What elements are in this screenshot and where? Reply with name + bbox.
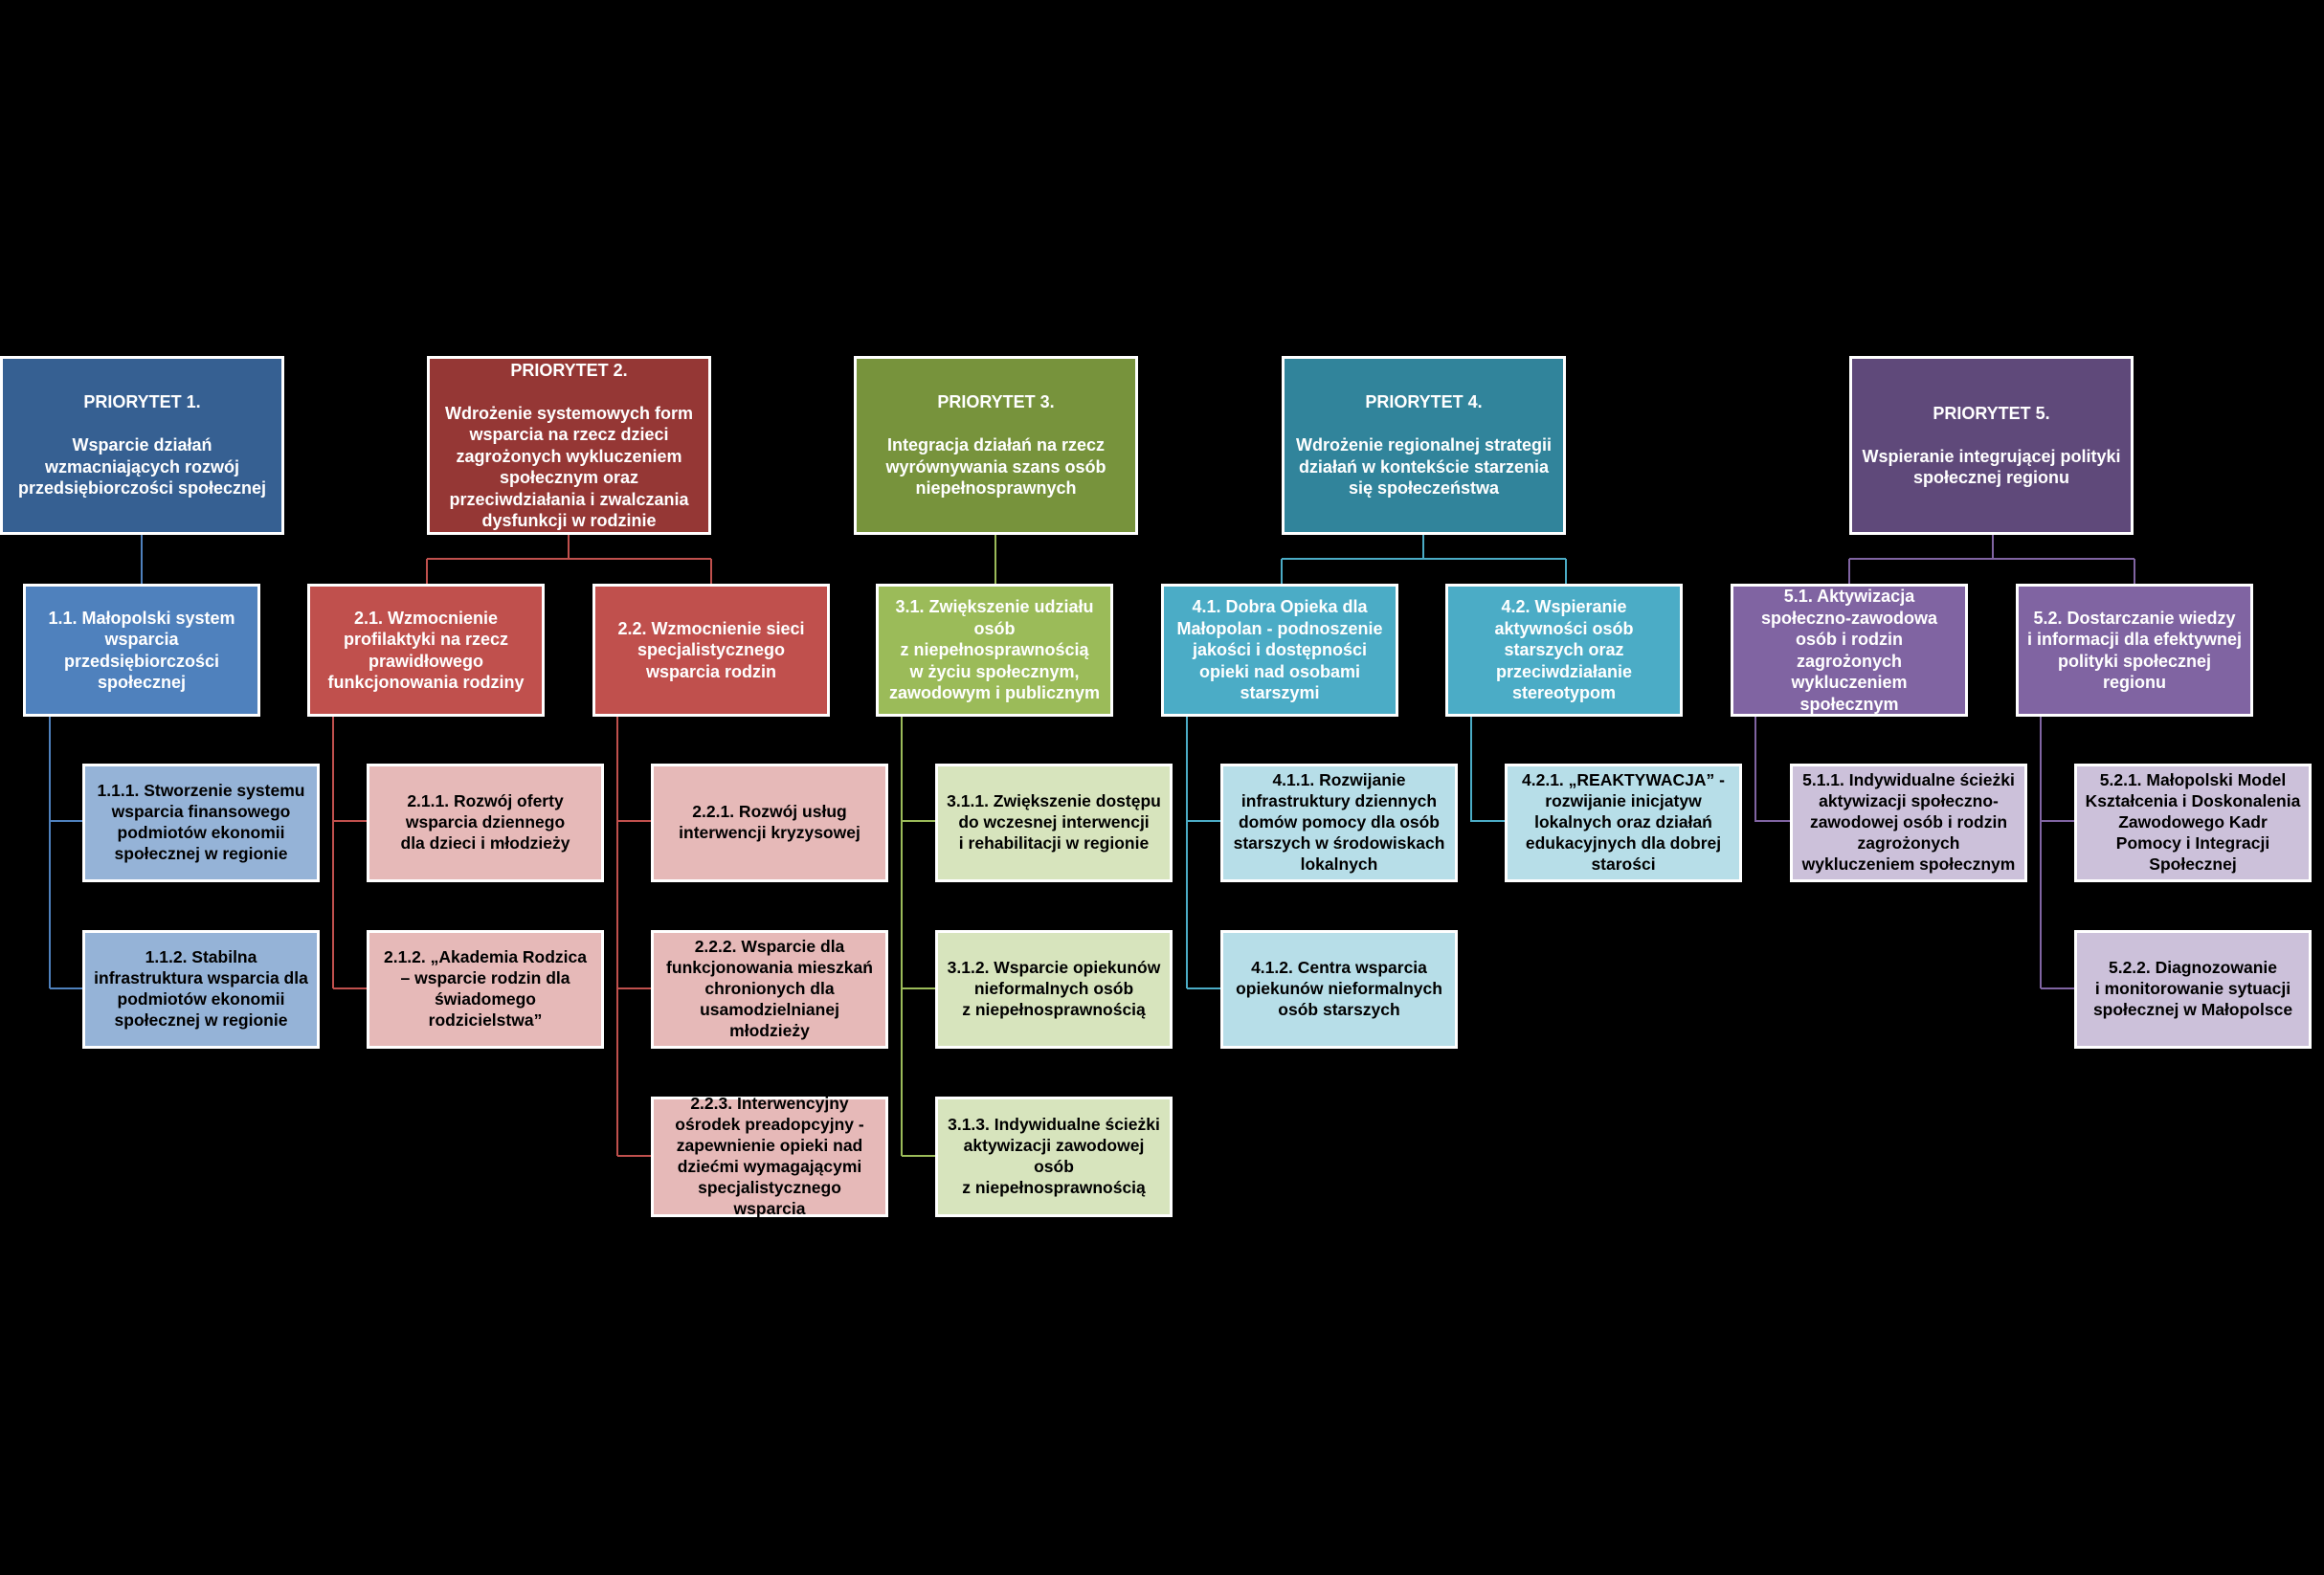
action-1-1-2-label: 1.1.2. Stabilna infrastruktura wsparcia …	[94, 947, 308, 1030]
goal-2-1-label: 2.1. Wzmocnienie profilaktyki na rzecz p…	[327, 608, 525, 693]
action-5-1-1-box[interactable]: 5.1.1. Indywidualne ścieżki aktywizacji …	[1790, 764, 2027, 882]
action-2-1-2-label: 2.1.2. „Akademia Rodzica – wsparcie rodz…	[383, 947, 588, 1030]
action-1-1-1-label: 1.1.1. Stworzenie systemu wsparcia finan…	[97, 781, 305, 863]
action-5-2-2-label: 5.2.2. Diagnozowanie i monitorowanie syt…	[2092, 958, 2293, 1019]
goal-1-1-box[interactable]: 1.1. Małopolski system wsparcia przedsię…	[23, 584, 260, 717]
action-2-2-1-box[interactable]: 2.2.1. Rozwój usług interwencji kryzysow…	[651, 764, 888, 882]
action-3-1-3-box[interactable]: 3.1.3. Indywidualne ścieżki aktywizacji …	[935, 1097, 1173, 1217]
goal-3-1-box[interactable]: 3.1. Zwiększenie udziału osób z niepełno…	[876, 584, 1113, 717]
connectors-priority-5	[1754, 534, 2135, 989]
goal-4-1-label: 4.1. Dobra Opieka dla Małopolan - podnos…	[1176, 597, 1383, 703]
goal-5-1-box[interactable]: 5.1. Aktywizacja społeczno-zawodowa osób…	[1731, 584, 1968, 717]
priority-1-box[interactable]: PRIORYTET 1. Wsparcie działań wzmacniają…	[0, 356, 284, 535]
action-4-2-1-label: 4.2.1. „REAKTYWACJA” - rozwijanie inicja…	[1522, 770, 1725, 874]
goal-4-2-box[interactable]: 4.2. Wspieranie aktywności osób starszyc…	[1445, 584, 1683, 717]
goal-3-1-label: 3.1. Zwiększenie udziału osób z niepełno…	[888, 597, 1101, 703]
action-5-2-2-box[interactable]: 5.2.2. Diagnozowanie i monitorowanie syt…	[2074, 930, 2312, 1049]
action-2-1-2-box[interactable]: 2.1.2. „Akademia Rodzica – wsparcie rodz…	[367, 930, 604, 1049]
priority-4-label: PRIORYTET 4. Wdrożenie regionalnej strat…	[1295, 392, 1553, 499]
action-2-1-1-label: 2.1.1. Rozwój oferty wsparcia dziennego …	[400, 791, 570, 853]
goal-4-2-label: 4.2. Wspieranie aktywności osób starszyc…	[1494, 597, 1634, 703]
action-3-1-1-label: 3.1.1. Zwiększenie dostępu do wczesnej i…	[947, 791, 1161, 853]
action-4-1-1-box[interactable]: 4.1.1. Rozwijanie infrastruktury dzienny…	[1220, 764, 1458, 882]
action-3-1-1-box[interactable]: 3.1.1. Zwiększenie dostępu do wczesnej i…	[935, 764, 1173, 882]
action-4-1-2-label: 4.1.2. Centra wsparcia opiekunów nieform…	[1236, 958, 1442, 1019]
action-2-2-1-label: 2.2.1. Rozwój usług interwencji kryzysow…	[679, 802, 860, 842]
priority-2-label: PRIORYTET 2. Wdrożenie systemowych form …	[444, 360, 694, 531]
action-2-2-3-box[interactable]: 2.2.3. Interwencyjny ośrodek preadopcyjn…	[651, 1094, 888, 1218]
connectors-priority-1	[49, 534, 143, 989]
priority-1-label: PRIORYTET 1. Wsparcie działań wzmacniają…	[17, 392, 267, 499]
goal-2-1-box[interactable]: 2.1. Wzmocnienie profilaktyki na rzecz p…	[307, 584, 545, 717]
goal-1-1-label: 1.1. Małopolski system wsparcia przedsię…	[48, 608, 235, 693]
connectors-priority-4	[1186, 534, 1567, 989]
action-2-2-3-label: 2.2.3. Interwencyjny ośrodek preadopcyjn…	[675, 1094, 864, 1218]
action-2-2-2-box[interactable]: 2.2.2. Wsparcie dla funkcjonowania miesz…	[651, 930, 888, 1049]
action-2-2-2-label: 2.2.2. Wsparcie dla funkcjonowania miesz…	[666, 937, 873, 1040]
action-5-2-1-label: 5.2.1. Małopolski Model Kształcenia i Do…	[2085, 770, 2301, 874]
goal-4-1-box[interactable]: 4.1. Dobra Opieka dla Małopolan - podnos…	[1161, 584, 1398, 717]
goal-5-1-label: 5.1. Aktywizacja społeczno-zawodowa osób…	[1760, 587, 1938, 714]
goal-2-2-box[interactable]: 2.2. Wzmocnienie sieci specjalistycznego…	[592, 584, 830, 717]
priority-3-label: PRIORYTET 3. Integracja działań na rzecz…	[885, 392, 1106, 499]
action-4-1-2-box[interactable]: 4.1.2. Centra wsparcia opiekunów nieform…	[1220, 930, 1458, 1049]
priority-4-box[interactable]: PRIORYTET 4. Wdrożenie regionalnej strat…	[1282, 356, 1566, 535]
goal-5-2-label: 5.2. Dostarczanie wiedzy i informacji dl…	[2026, 608, 2243, 693]
action-1-1-1-box[interactable]: 1.1.1. Stworzenie systemu wsparcia finan…	[82, 764, 320, 882]
connectors-priority-2	[332, 534, 712, 1157]
action-4-1-1-label: 4.1.1. Rozwijanie infrastruktury dzienny…	[1233, 770, 1445, 874]
action-4-2-1-box[interactable]: 4.2.1. „REAKTYWACJA” - rozwijanie inicja…	[1505, 764, 1742, 882]
priority-2-box[interactable]: PRIORYTET 2. Wdrożenie systemowych form …	[427, 356, 711, 535]
goal-2-2-label: 2.2. Wzmocnienie sieci specjalistycznego…	[617, 618, 805, 681]
action-1-1-2-box[interactable]: 1.1.2. Stabilna infrastruktura wsparcia …	[82, 930, 320, 1049]
priority-5-box[interactable]: PRIORYTET 5. Wspieranie integrującej pol…	[1849, 356, 2134, 535]
action-3-1-3-label: 3.1.3. Indywidualne ścieżki aktywizacji …	[948, 1115, 1160, 1197]
action-3-1-2-box[interactable]: 3.1.2. Wsparcie opiekunów nieformalnych …	[935, 930, 1173, 1049]
goal-5-2-box[interactable]: 5.2. Dostarczanie wiedzy i informacji dl…	[2016, 584, 2253, 717]
priority-3-box[interactable]: PRIORYTET 3. Integracja działań na rzecz…	[854, 356, 1138, 535]
action-2-1-1-box[interactable]: 2.1.1. Rozwój oferty wsparcia dziennego …	[367, 764, 604, 882]
action-5-1-1-label: 5.1.1. Indywidualne ścieżki aktywizacji …	[1801, 770, 2016, 874]
connectors-priority-3	[901, 534, 996, 1157]
action-3-1-2-label: 3.1.2. Wsparcie opiekunów nieformalnych …	[947, 958, 1161, 1019]
priority-5-label: PRIORYTET 5. Wspieranie integrującej pol…	[1862, 403, 2121, 488]
action-5-2-1-box[interactable]: 5.2.1. Małopolski Model Kształcenia i Do…	[2074, 764, 2312, 882]
